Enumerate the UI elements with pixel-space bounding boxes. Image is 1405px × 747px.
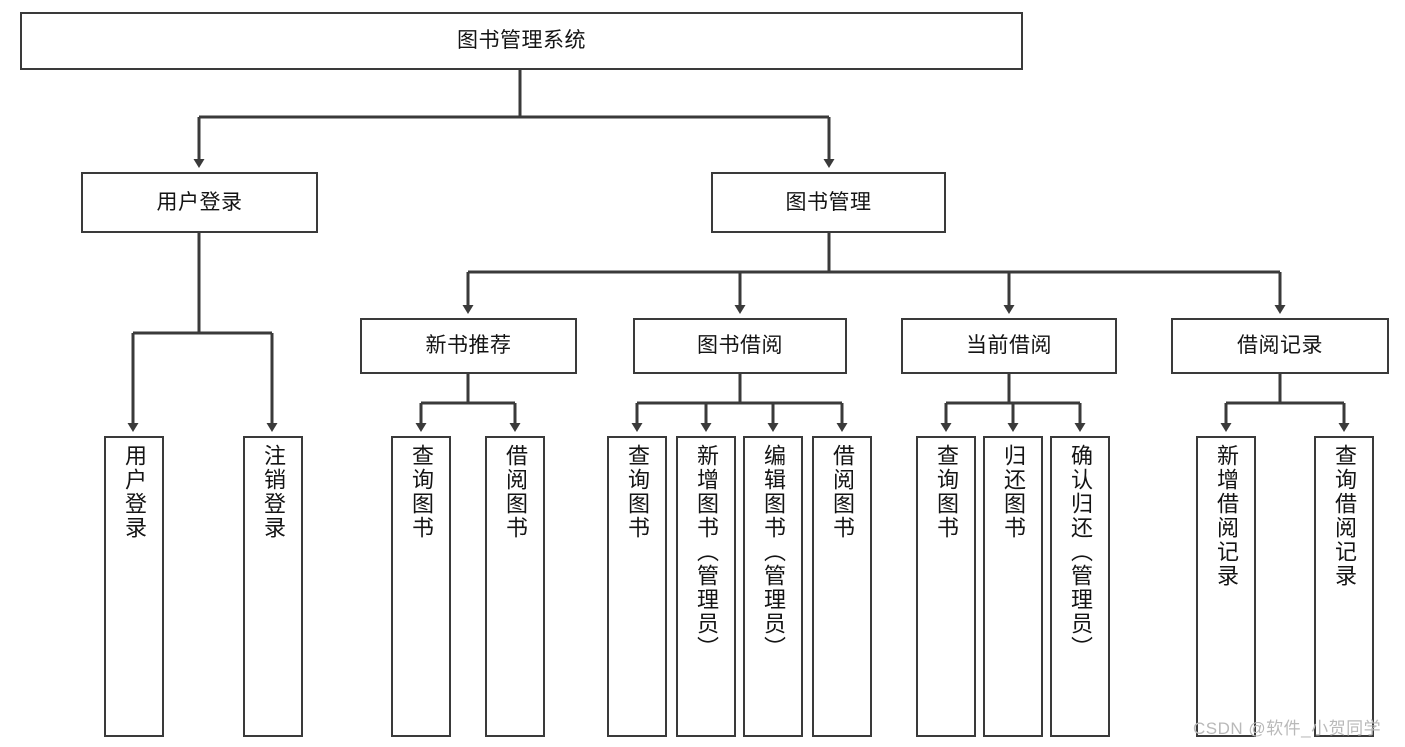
node-root[interactable]: 图书管理系统 — [20, 12, 1023, 70]
node-root-label: 图书管理系统 — [457, 29, 586, 53]
node-current-borrow-label: 当前借阅 — [966, 334, 1052, 358]
node-book-borrow-label: 图书借阅 — [697, 334, 783, 358]
node-book-borrow[interactable]: 图书借阅 — [633, 318, 847, 374]
node-borrow-record[interactable]: 借阅记录 — [1171, 318, 1389, 374]
leaf-label: 编辑图书（管理员） — [761, 444, 786, 660]
node-book-management-label: 图书管理 — [785, 190, 872, 214]
node-user-login[interactable]: 用户登录 — [81, 172, 318, 233]
leaf-label: 注销登录 — [261, 444, 286, 540]
leaf-label: 新增借阅记录 — [1214, 444, 1239, 588]
leaf-user-login[interactable]: 用户登录 — [104, 436, 164, 737]
leaf-query-book-borrow[interactable]: 查询图书 — [607, 436, 667, 737]
leaf-label: 确认归还（管理员） — [1068, 444, 1093, 660]
leaf-query-book-newbook[interactable]: 查询图书 — [391, 436, 451, 737]
leaf-label: 查询图书 — [934, 444, 959, 540]
leaf-label: 归还图书 — [1001, 444, 1026, 540]
leaf-query-borrow-record[interactable]: 查询借阅记录 — [1314, 436, 1374, 737]
leaf-add-book-admin[interactable]: 新增图书（管理员） — [676, 436, 736, 737]
leaf-query-book-current[interactable]: 查询图书 — [916, 436, 976, 737]
leaf-borrow-book-newbook[interactable]: 借阅图书 — [485, 436, 545, 737]
leaf-label: 借阅图书 — [503, 444, 528, 540]
leaf-label: 新增图书（管理员） — [694, 444, 719, 660]
leaf-add-borrow-record[interactable]: 新增借阅记录 — [1196, 436, 1256, 737]
leaf-return-book[interactable]: 归还图书 — [983, 436, 1043, 737]
node-current-borrow[interactable]: 当前借阅 — [901, 318, 1117, 374]
node-user-login-label: 用户登录 — [156, 190, 243, 214]
leaf-borrow-book[interactable]: 借阅图书 — [812, 436, 872, 737]
leaf-label: 用户登录 — [122, 444, 147, 540]
node-new-book-recommend[interactable]: 新书推荐 — [360, 318, 577, 374]
leaf-label: 查询图书 — [409, 444, 434, 540]
leaf-label: 查询借阅记录 — [1332, 444, 1357, 588]
node-borrow-record-label: 借阅记录 — [1237, 334, 1323, 358]
leaf-label: 查询图书 — [625, 444, 650, 540]
leaf-confirm-return-admin[interactable]: 确认归还（管理员） — [1050, 436, 1110, 737]
csdn-watermark: CSDN @软件_小贺同学 — [1193, 719, 1382, 738]
node-new-book-recommend-label: 新书推荐 — [425, 334, 512, 358]
node-book-management[interactable]: 图书管理 — [711, 172, 946, 233]
leaf-label: 借阅图书 — [830, 444, 855, 540]
leaf-logout-login[interactable]: 注销登录 — [243, 436, 303, 737]
leaf-edit-book-admin[interactable]: 编辑图书（管理员） — [743, 436, 803, 737]
